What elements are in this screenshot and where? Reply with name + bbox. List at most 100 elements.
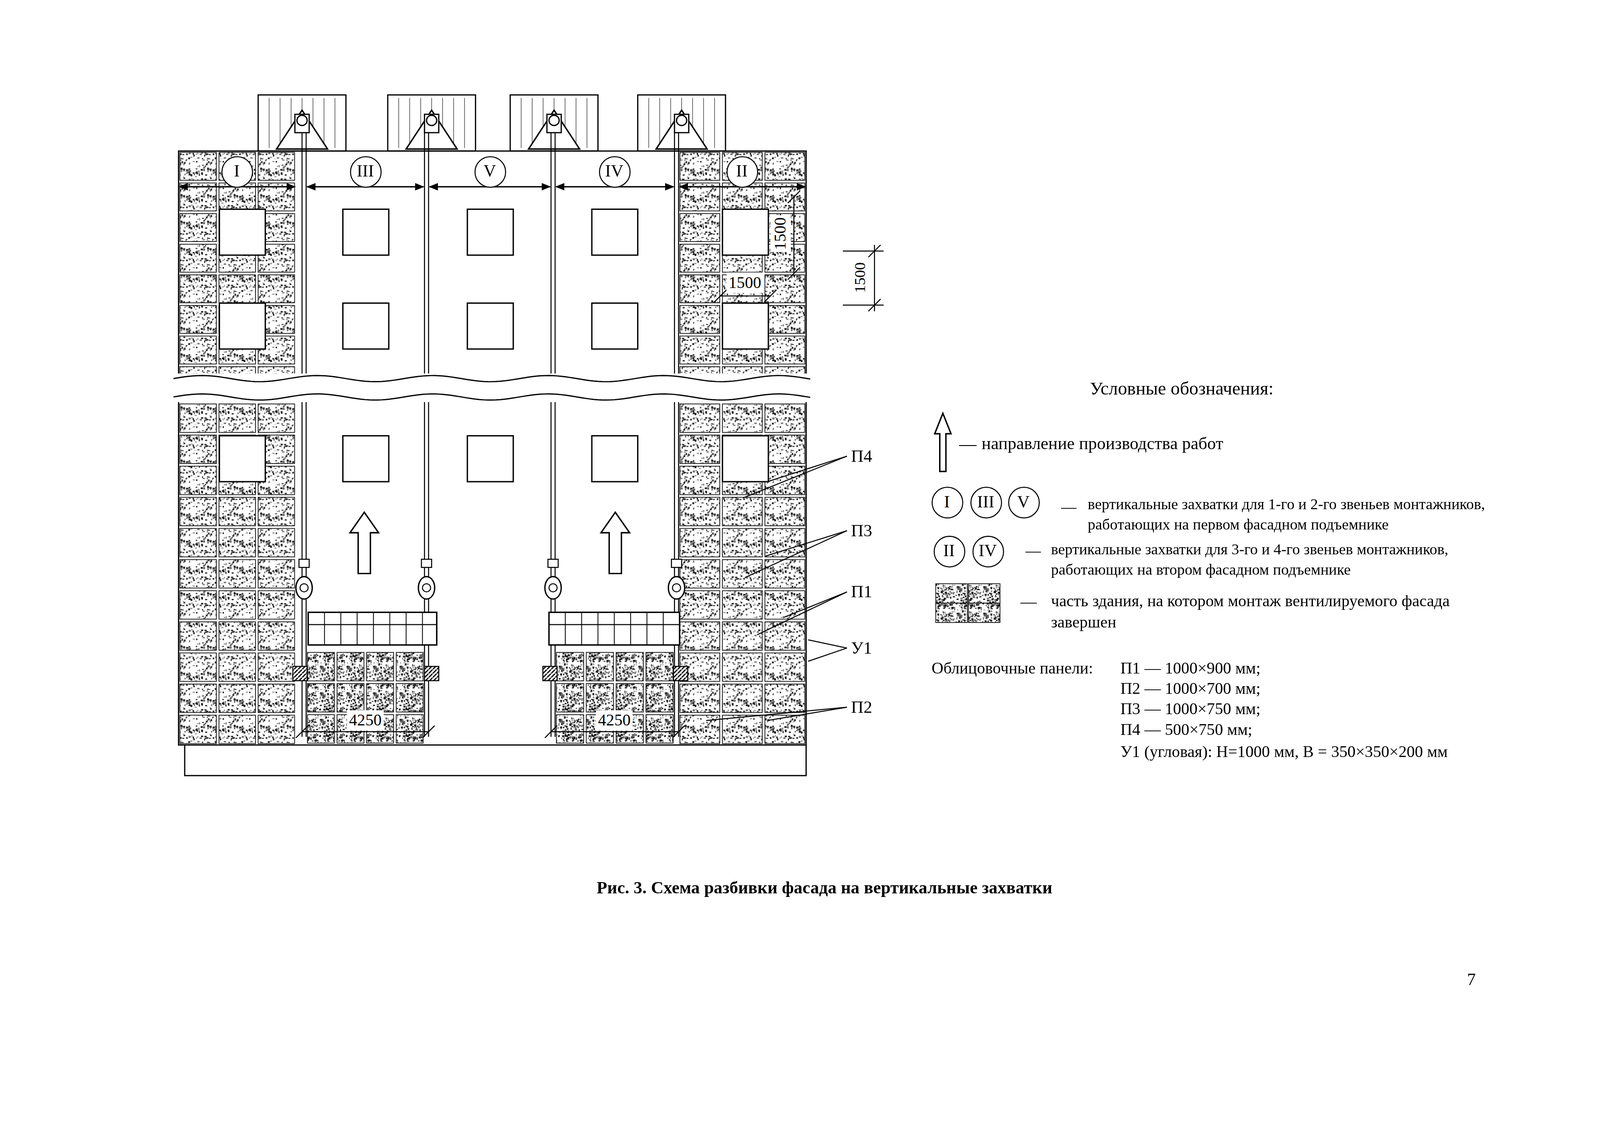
facade-panel [679, 497, 720, 526]
facade-panel [179, 435, 217, 464]
facade-panel [764, 335, 805, 364]
dimension-line [551, 731, 680, 733]
facade-panel [764, 621, 805, 651]
counterweight [673, 666, 689, 681]
work-direction-arrow [349, 512, 379, 574]
counterweight [293, 666, 308, 681]
facade-panel [179, 652, 217, 682]
window [591, 435, 638, 482]
zone-dimension-arrow [236, 186, 295, 188]
hoist-clamp [421, 559, 432, 568]
facade-panel [218, 404, 256, 433]
window [722, 302, 769, 349]
unit-rib [464, 97, 465, 149]
legend-text: часть здания, на котором монтаж вентилир… [1051, 590, 1500, 634]
facade-panel [218, 559, 256, 589]
platform [548, 612, 680, 645]
platform-post [630, 612, 632, 645]
window [467, 209, 514, 256]
roof-hoist-unit [387, 94, 476, 151]
platform-post [324, 612, 326, 645]
facade-panel [764, 683, 805, 713]
winch [424, 114, 439, 133]
hoist-clamp [548, 559, 559, 568]
unit-rib [586, 97, 588, 149]
hoist-drum [422, 583, 431, 592]
facade-panel [258, 559, 295, 589]
dimension-tick [295, 725, 308, 738]
facade-panel [679, 590, 720, 619]
zone-number: V [483, 161, 497, 182]
hoist-drum [548, 583, 558, 592]
work-direction-arrow [600, 512, 630, 574]
facade-panel [396, 683, 424, 712]
legend-dash: — [959, 432, 977, 455]
facade-panel [258, 683, 295, 713]
platform-post [372, 612, 374, 645]
facade-panel [679, 435, 720, 464]
hoist-clamp [671, 559, 682, 568]
facade-panel [179, 213, 217, 242]
facade-panel [679, 274, 720, 303]
facade-panel [258, 274, 295, 303]
unit-bracket [406, 110, 458, 149]
leader-line [742, 456, 847, 499]
platform-rail [308, 623, 438, 625]
unit-rib [659, 97, 661, 149]
window [722, 209, 769, 256]
facade-panel [218, 715, 256, 744]
callout-label: П1 [851, 581, 873, 603]
facade-panel [179, 305, 217, 334]
unit-rib [398, 97, 399, 149]
panel-size: П1 — 1000×900 мм; [1120, 658, 1261, 679]
facade-panel [679, 683, 720, 713]
facade-panel [218, 528, 256, 558]
leader-line [808, 648, 847, 662]
break-line [173, 394, 810, 401]
leader-line [783, 591, 847, 618]
dimension: 4250 [595, 710, 633, 731]
rope-line [423, 132, 425, 737]
facade-panel [258, 152, 295, 181]
leader-line [808, 639, 847, 648]
facade-panel [764, 404, 805, 433]
dimension-tick [868, 245, 881, 258]
winch [294, 114, 310, 133]
facade-panel [218, 497, 256, 526]
leader-line [757, 591, 847, 635]
rope-line [554, 132, 556, 737]
panel-size: П3 — 1000×750 мм; [1120, 699, 1261, 720]
facade-panel [179, 528, 217, 558]
dimension-tick [764, 289, 777, 303]
facade-panel [258, 528, 295, 558]
hoist-drum [299, 583, 308, 592]
zone-number: I [944, 492, 950, 513]
platform-post [646, 612, 648, 645]
legend-arrow-sample [934, 413, 951, 472]
facade-panel [679, 213, 720, 242]
unit-rib [531, 97, 533, 149]
zone-dimension-arrow [179, 186, 238, 188]
facade-panel [218, 652, 256, 682]
zone-dimension-arrow [556, 186, 615, 188]
counterweight [424, 666, 439, 681]
legend-zone-circle: III [969, 486, 1002, 518]
panel-size: У1 (угловая): Н=1000 мм, В = 350×350×200… [1120, 742, 1448, 763]
zone-dimension-arrow [489, 186, 550, 188]
facade-panel [679, 528, 720, 558]
zone-circle: II [725, 155, 758, 188]
facade-panel [258, 652, 295, 682]
panel-size: П4 — 500×750 мм; [1120, 719, 1253, 740]
facade-panel [366, 652, 394, 681]
facade-panel [307, 683, 335, 712]
facade-panel [616, 683, 644, 712]
window [467, 302, 514, 349]
unit-rib [703, 97, 704, 149]
platform-post [389, 612, 391, 645]
facade-panel [764, 305, 805, 334]
facade-panel [218, 590, 256, 619]
facade-panel [586, 652, 614, 681]
facade-panel [764, 497, 805, 526]
zone-number: II [735, 161, 748, 182]
legend-zone-circle: V [1007, 486, 1040, 518]
